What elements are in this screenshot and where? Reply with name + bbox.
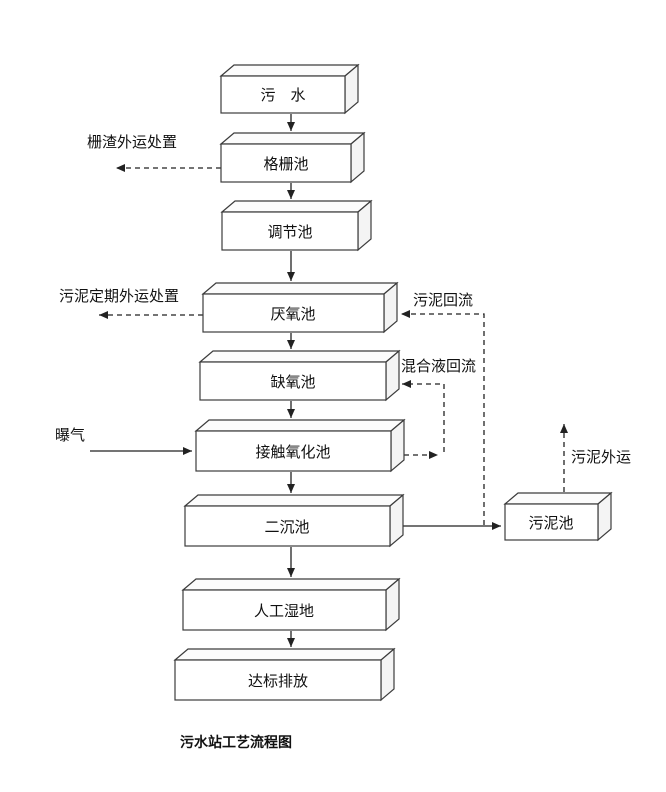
node-sludge-tank: 污泥池 — [503, 491, 613, 542]
arrow-sludge-return — [401, 310, 485, 525]
label-aeration: 曝气 — [55, 427, 85, 444]
label-sludge-return: 污泥回流 — [413, 292, 473, 309]
diagram-caption: 污水站工艺流程图 — [180, 734, 292, 750]
label-screenings-disposal: 栅渣外运处置 — [87, 134, 177, 151]
node-contact-oxidation-tank-label: 接触氧化池 — [255, 444, 330, 461]
label-sludge-periodic-disposal: 污泥定期外运处置 — [59, 288, 179, 305]
node-anoxic-tank: 缺氧池 — [198, 349, 401, 402]
node-screen-tank: 格栅池 — [219, 131, 366, 184]
node-sewage-label: 污 水 — [260, 87, 305, 104]
node-sewage: 污 水 — [219, 63, 360, 115]
node-secondary-sedimentation-tank-label: 二沉池 — [264, 519, 309, 536]
node-screen-tank-label: 格栅池 — [263, 156, 308, 173]
node-secondary-sedimentation-tank: 二沉池 — [183, 493, 405, 548]
node-anaerobic-tank-label: 厌氧池 — [270, 306, 315, 323]
label-mixed-liquor-return: 混合液回流 — [401, 358, 476, 375]
node-anaerobic-tank: 厌氧池 — [201, 281, 399, 334]
node-standard-discharge-label: 达标排放 — [248, 673, 308, 690]
node-anoxic-tank-label: 缺氧池 — [270, 374, 315, 391]
node-regulating-tank: 调节池 — [220, 199, 373, 252]
arrow-mixed-liquor-return — [402, 380, 445, 452]
node-constructed-wetland-label: 人工湿地 — [254, 603, 314, 620]
node-standard-discharge: 达标排放 — [173, 647, 396, 702]
node-contact-oxidation-tank: 接触氧化池 — [194, 418, 406, 473]
node-sludge-tank-label: 污泥池 — [528, 515, 573, 532]
node-regulating-tank-label: 调节池 — [267, 224, 312, 241]
label-sludge-removal: 污泥外运 — [571, 449, 631, 466]
node-constructed-wetland: 人工湿地 — [181, 577, 401, 632]
